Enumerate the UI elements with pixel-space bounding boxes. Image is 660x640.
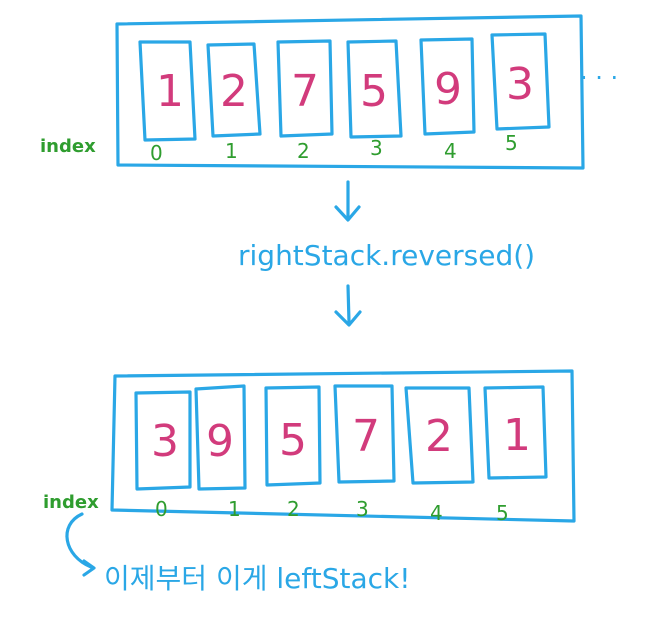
top-array-values: 1 2 7 5 9 3 [156, 59, 534, 117]
bottom-array-value: 1 [503, 410, 531, 461]
curved-arrow-icon [65, 512, 96, 577]
bottom-array-value: 9 [206, 416, 234, 467]
bottom-array-cell [483, 385, 548, 480]
bottom-array-value: 7 [352, 411, 380, 462]
bottom-array-index: 1 [228, 497, 241, 521]
top-array-cell [206, 42, 262, 138]
bottom-array-cell [333, 384, 396, 484]
bottom-array-value: 3 [151, 416, 179, 467]
ellipsis: · · · [580, 64, 618, 92]
transform-flow: rightStack.reversed() [238, 180, 535, 327]
top-array-index: 1 [225, 139, 238, 163]
down-arrow-icon [334, 180, 361, 222]
operation-label: rightStack.reversed() [238, 239, 535, 272]
top-array-value: 5 [360, 66, 388, 117]
top-array-value: 7 [291, 66, 319, 117]
bottom-array-index: 4 [430, 501, 443, 525]
top-array-value: 1 [156, 66, 184, 117]
bottom-array-index: 0 [155, 497, 168, 521]
top-array-cell [419, 37, 476, 136]
leftstack-note: 이제부터 이게 leftStack! [65, 512, 410, 595]
top-array-frame [115, 14, 585, 170]
top-array-indices: 0 1 2 3 4 5 [150, 131, 518, 165]
top-array: index 1 2 7 5 9 3 0 1 2 3 4 5 · · · [40, 14, 618, 170]
top-array-value: 9 [434, 64, 462, 115]
top-array-cell [138, 40, 197, 142]
bottom-array: index 3 9 5 7 2 1 0 1 2 3 4 5 [43, 369, 576, 525]
top-array-index: 2 [297, 139, 310, 163]
bottom-array-value: 2 [425, 411, 453, 462]
bottom-array-cell [194, 384, 247, 491]
top-array-value: 3 [506, 59, 534, 110]
bottom-array-index: 2 [287, 497, 300, 521]
bottom-array-index-label: index [43, 492, 99, 513]
top-array-index-label: index [40, 136, 96, 157]
bottom-array-value: 5 [279, 415, 307, 466]
top-array-cell [346, 39, 403, 139]
bottom-array-index: 5 [496, 501, 509, 525]
top-array-cell [276, 39, 334, 138]
top-array-cell [490, 32, 551, 131]
bottom-array-frame [110, 369, 576, 523]
top-array-value: 2 [220, 66, 248, 117]
bottom-array-cells [134, 384, 548, 491]
bottom-array-cell [264, 385, 322, 487]
top-array-index: 5 [505, 131, 518, 155]
bottom-array-cell [404, 386, 475, 485]
bottom-array-cell [134, 390, 192, 491]
down-arrow-icon [334, 284, 362, 327]
top-array-cells [138, 32, 551, 142]
top-array-index: 0 [150, 141, 163, 165]
top-array-index: 4 [444, 139, 457, 163]
bottom-array-indices: 0 1 2 3 4 5 [155, 497, 509, 525]
bottom-array-index: 3 [356, 497, 369, 521]
bottom-array-values: 3 9 5 7 2 1 [151, 410, 531, 467]
leftstack-note-text: 이제부터 이게 leftStack! [104, 562, 410, 595]
top-array-index: 3 [370, 136, 383, 160]
